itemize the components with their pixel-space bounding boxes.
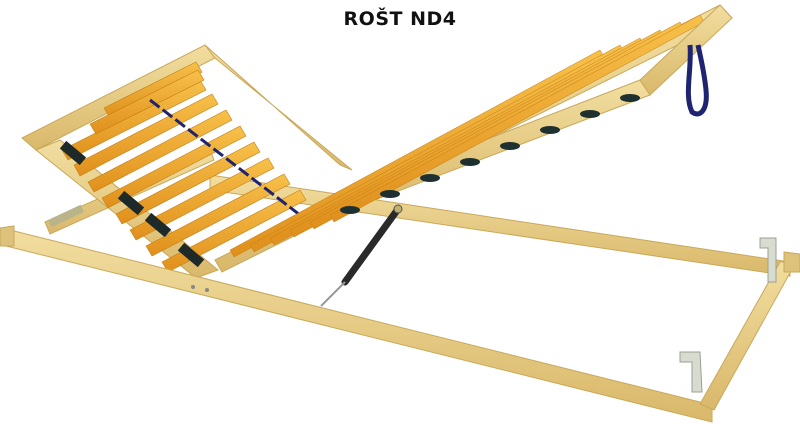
gas-spring xyxy=(320,204,403,307)
product-title-text: ROŠT ND4 xyxy=(343,8,457,30)
head-section xyxy=(21,44,353,279)
body-slats xyxy=(229,14,705,258)
body-slat-holders xyxy=(340,94,640,214)
body-section xyxy=(214,4,733,273)
slat-holders xyxy=(59,140,205,268)
pull-strap xyxy=(685,44,709,117)
head-slats xyxy=(61,61,307,273)
base-end-rail xyxy=(699,261,797,411)
base-front-rail xyxy=(0,225,713,423)
product-title: ROŠT ND4 xyxy=(0,8,800,30)
foot-brackets xyxy=(679,237,777,393)
hinge-bracket xyxy=(47,204,85,228)
